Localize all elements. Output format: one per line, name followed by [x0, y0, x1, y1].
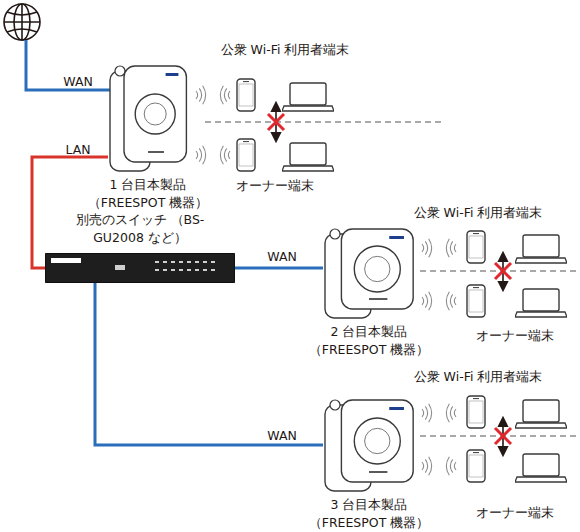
laptop-icon [515, 400, 567, 428]
phone-icon [467, 450, 485, 482]
switch-led [115, 265, 125, 270]
device-led [148, 151, 164, 153]
switch-led [187, 261, 191, 263]
laptop-icon [515, 454, 567, 482]
port-label: WAN [267, 428, 297, 444]
device-caption: 別売のスイッチ （BS-GU2008 など） [74, 211, 206, 247]
wifi-waves [422, 292, 432, 311]
separator-line [205, 121, 445, 122]
wan-wire [26, 40, 110, 90]
switch-led [179, 269, 183, 271]
device-dial-inner [144, 103, 166, 125]
device-logo-mark [389, 236, 404, 239]
internet-globe [4, 4, 40, 40]
device-caption: 2 台目本製品 （FREESPOT 機器） [303, 323, 435, 359]
access-point: 3 台目本製品 （FREESPOT 機器） [323, 397, 415, 493]
wifi-waves [422, 239, 432, 258]
device-dial-inner [365, 428, 390, 453]
switch-chassis [45, 253, 235, 283]
globe-equator [4, 21, 40, 23]
laptop-icon [515, 235, 567, 263]
device-front-panel [341, 229, 413, 309]
phone-icon [467, 231, 485, 263]
device-led [369, 471, 387, 473]
device-illustration [45, 253, 235, 283]
device-caption: 1 台目本製品 （FREESPOT 機器） [82, 176, 214, 212]
wifi-waves [220, 146, 230, 165]
switch-logo-mark [51, 258, 81, 263]
switch-led [195, 269, 199, 271]
device-led [369, 298, 387, 300]
network-cable [95, 283, 323, 445]
device-front-panel [124, 66, 186, 162]
phone-icon [467, 285, 485, 317]
switch-led [195, 261, 199, 263]
access-point: 2 台目本製品 （FREESPOT 機器） [323, 226, 415, 320]
wifi-waves [446, 457, 456, 476]
port-label: WAN [63, 74, 93, 90]
access-point: 1 台目本製品 （FREESPOT 機器） [108, 63, 188, 173]
switch-led [163, 269, 167, 271]
block-cross [495, 263, 511, 279]
block-cross [268, 114, 284, 130]
wifi-waves [220, 86, 230, 105]
wifi-waves [422, 404, 432, 423]
laptop-icon [515, 289, 567, 317]
device-front-panel [341, 400, 413, 482]
separator-line [420, 435, 576, 436]
terminal-label: オーナー端末 [236, 178, 314, 194]
terminal-label: 公衆 Wi-Fi 利用者端末 [414, 369, 543, 385]
device-illustration [323, 397, 415, 493]
switch-led [203, 261, 207, 263]
wifi-waves [196, 86, 206, 105]
wifi-waves [446, 404, 456, 423]
device-dial [354, 246, 400, 292]
network-cable [235, 267, 323, 270]
block-cross [495, 428, 511, 444]
device-dial-inner [365, 256, 390, 281]
device-illustration [108, 63, 188, 173]
switch-led [179, 261, 183, 263]
switch-led [155, 261, 159, 263]
network-switch: 別売のスイッチ （BS-GU2008 など） [45, 253, 235, 283]
globe-outline [4, 4, 40, 40]
terminal-label: オーナー端末 [476, 505, 554, 521]
terminal-label: オーナー端末 [476, 328, 554, 344]
switch-led [163, 261, 167, 263]
globe-parallel [7, 12, 37, 32]
wifi-waves [446, 292, 456, 311]
phone-icon [237, 79, 255, 111]
device-caption: 3 台目本製品 （FREESPOT 機器） [303, 496, 435, 532]
antenna-port [115, 66, 125, 76]
switch-led [211, 261, 215, 263]
phone-icon [237, 139, 255, 171]
device-illustration [323, 226, 415, 320]
switch-led [187, 269, 191, 271]
switch-led [211, 269, 215, 271]
device-dial [354, 418, 400, 464]
terminal-group [420, 231, 576, 317]
wifi-waves [446, 239, 456, 258]
switch-led [155, 269, 159, 271]
device-logo-mark [166, 73, 179, 76]
laptop-icon [282, 143, 334, 171]
device-dial [135, 94, 175, 134]
port-label: LAN [65, 142, 90, 158]
wifi-waves [196, 146, 206, 165]
port-label: WAN [267, 249, 297, 265]
device-logo-mark [389, 407, 404, 410]
terminal-group [420, 396, 576, 482]
antenna-port [330, 400, 340, 410]
phone-icon [467, 396, 485, 428]
switch-led [203, 269, 207, 271]
antenna-port [330, 229, 340, 239]
laptop-icon [282, 83, 334, 111]
terminal-label: 公衆 Wi-Fi 利用者端末 [221, 42, 350, 58]
switch-led [171, 261, 175, 263]
terminal-label: 公衆 Wi-Fi 利用者端末 [414, 205, 543, 221]
wifi-waves [422, 457, 432, 476]
switch-led [171, 269, 175, 271]
separator-line [420, 270, 576, 271]
terminal-group [196, 79, 445, 171]
